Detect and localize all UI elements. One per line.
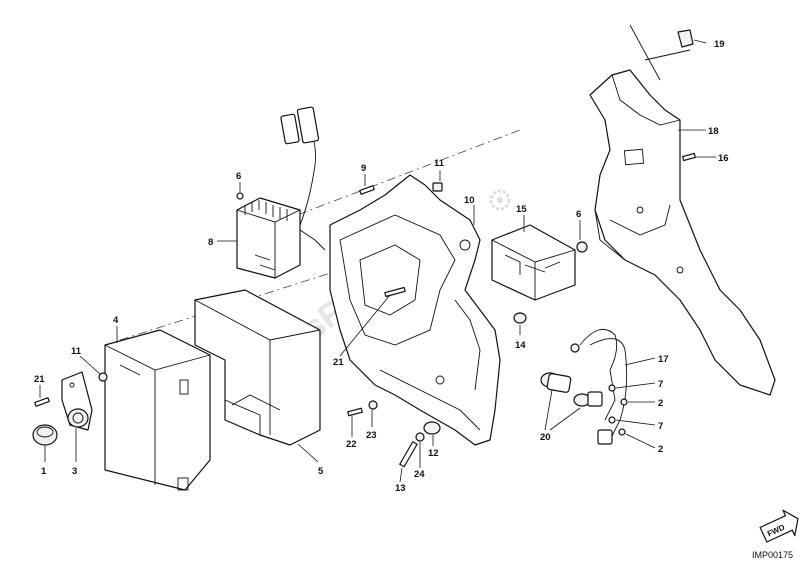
callout-23: 23 bbox=[366, 430, 377, 441]
part-screw-21 bbox=[384, 286, 406, 298]
part-grommet-6 bbox=[576, 241, 588, 253]
callout-19: 19 bbox=[714, 39, 725, 50]
part-cover-shell bbox=[194, 289, 321, 446]
diagram-code: IMP00175 bbox=[752, 550, 793, 560]
part-screw-left bbox=[34, 397, 50, 407]
callout-1: 1 bbox=[41, 466, 47, 477]
part-main-bracket bbox=[329, 174, 501, 446]
callout-9: 9 bbox=[361, 163, 366, 174]
part-relay-block bbox=[491, 224, 576, 301]
part-nut-11 bbox=[432, 182, 443, 192]
callout-22: 22 bbox=[346, 439, 357, 450]
callout-21-left: 21 bbox=[34, 374, 45, 385]
callout-18: 18 bbox=[708, 126, 719, 137]
part-bracket bbox=[61, 371, 93, 431]
watermark-gear-icon bbox=[489, 189, 511, 211]
callout-2b: 2 bbox=[658, 444, 663, 455]
fwd-arrow-icon: FWD bbox=[759, 509, 799, 543]
part-sensor-harness bbox=[540, 328, 628, 445]
callout-6-left: 6 bbox=[236, 171, 241, 182]
callout-17: 17 bbox=[658, 354, 669, 365]
callout-20: 20 bbox=[540, 432, 551, 443]
part-nut-7a bbox=[608, 384, 616, 392]
callout-5: 5 bbox=[318, 466, 324, 477]
callout-6-right: 6 bbox=[576, 209, 581, 220]
part-bolt-12 bbox=[399, 441, 418, 468]
part-screw-9 bbox=[359, 185, 375, 195]
callout-11-left: 11 bbox=[71, 346, 82, 357]
callout-7b: 7 bbox=[658, 421, 663, 432]
part-nut-2a bbox=[620, 398, 628, 406]
leader-lines bbox=[39, 39, 716, 483]
callout-21-mid: 21 bbox=[333, 357, 344, 368]
part-nut-7b bbox=[608, 416, 616, 424]
part-nut-left bbox=[98, 372, 108, 382]
callout-24: 24 bbox=[414, 469, 425, 480]
callout-11-top: 11 bbox=[434, 158, 445, 169]
part-cap bbox=[32, 424, 58, 446]
callout-3: 3 bbox=[72, 466, 77, 477]
part-grommet-13 bbox=[423, 421, 441, 435]
callout-8: 8 bbox=[208, 237, 213, 248]
part-screw-16 bbox=[682, 152, 696, 162]
part-washer-24 bbox=[415, 432, 425, 442]
part-washer-23 bbox=[368, 400, 378, 410]
callout-16: 16 bbox=[718, 153, 729, 164]
callout-12: 13 bbox=[395, 483, 406, 494]
callout-10: 10 bbox=[464, 195, 475, 206]
callout-4: 4 bbox=[113, 315, 119, 326]
part-electrical-box bbox=[104, 329, 211, 491]
callout-13: 12 bbox=[428, 448, 439, 459]
callout-14: 14 bbox=[515, 340, 526, 351]
callout-labels: 19 18 16 9 11 10 15 6 6 8 14 4 11 21 1 3… bbox=[34, 39, 729, 494]
callout-7a: 7 bbox=[658, 379, 663, 390]
callout-15: 15 bbox=[516, 204, 527, 215]
part-tray bbox=[589, 69, 776, 396]
part-screw-22 bbox=[347, 407, 363, 417]
part-nut-2b bbox=[618, 428, 626, 436]
part-rail bbox=[629, 24, 691, 81]
callout-2a: 2 bbox=[658, 398, 663, 409]
part-clip-19 bbox=[677, 29, 694, 48]
part-grommet-14 bbox=[513, 312, 527, 324]
part-regulator bbox=[236, 106, 326, 279]
